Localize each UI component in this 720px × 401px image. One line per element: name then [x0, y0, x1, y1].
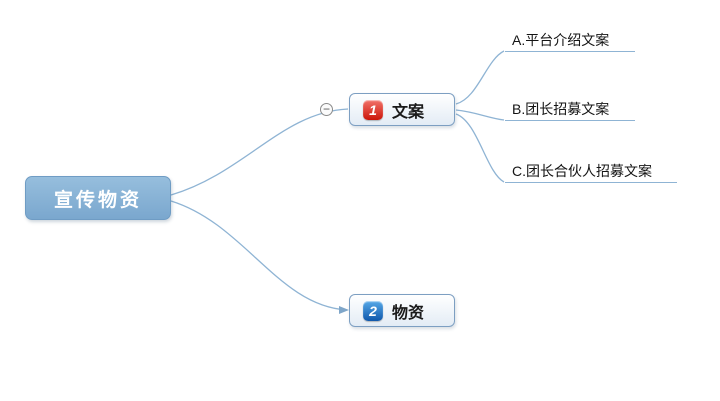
root-topic[interactable]: 宣传物资 [25, 176, 171, 220]
connector-root-to-branch-2 [170, 200, 348, 311]
collapse-icon[interactable]: − [320, 103, 333, 116]
priority-2-icon: 2 [363, 300, 383, 321]
subtopic-c[interactable]: C.团长合伙人招募文案 [505, 163, 677, 183]
connector-root-to-branch-1 [170, 108, 349, 196]
root-topic-label: 宣传物资 [53, 189, 142, 211]
priority-1-icon: 1 [363, 99, 383, 120]
branch-topic-1-label: 文案 [392, 103, 425, 121]
connector-branch-1-to-child-a [455, 50, 505, 105]
arrowhead-icon [339, 306, 349, 314]
branch-topic-2[interactable]: 2 物资 [349, 294, 455, 327]
connector-branch-1-to-child-b [455, 109, 505, 121]
subtopic-a[interactable]: A.平台介绍文案 [505, 32, 635, 52]
connector-branch-1-to-child-c [455, 113, 505, 183]
branch-topic-1[interactable]: 1 文案 [349, 93, 455, 126]
branch-topic-2-label: 物资 [392, 304, 425, 322]
subtopic-b[interactable]: B.团长招募文案 [505, 101, 635, 121]
